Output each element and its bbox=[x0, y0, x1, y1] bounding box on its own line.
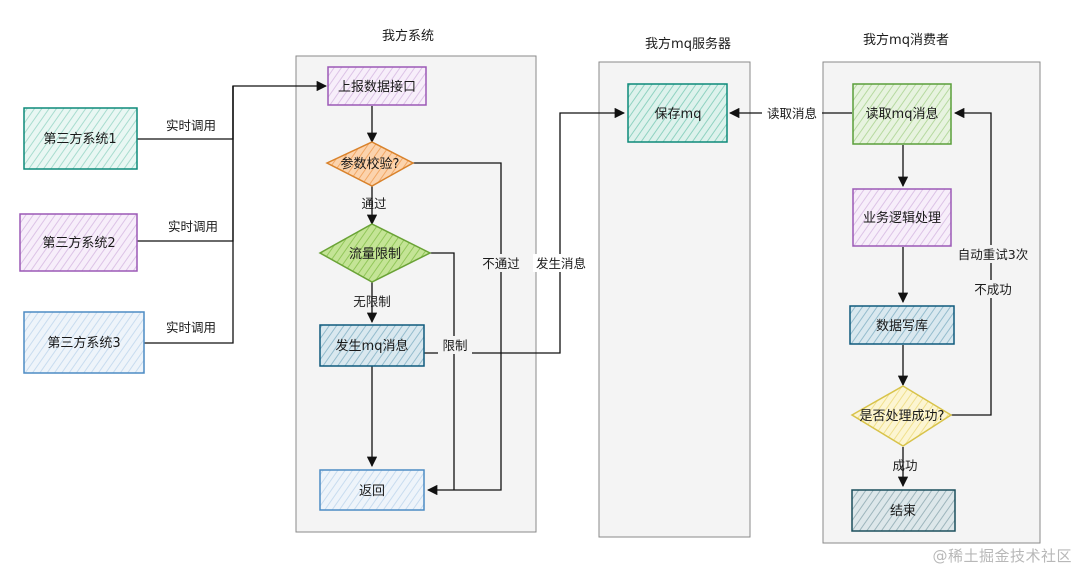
label-pass: 通过 bbox=[361, 196, 387, 211]
label-success: 成功 bbox=[892, 458, 917, 473]
node-label: 第三方系统2 bbox=[42, 235, 115, 251]
edge-validate-return bbox=[413, 162, 502, 496]
node-label: 上报数据接口 bbox=[338, 79, 416, 95]
node-success-check: 是否处理成功? bbox=[850, 385, 953, 447]
node-label: 第三方系统3 bbox=[47, 335, 120, 351]
label-fail: 不成功 bbox=[974, 282, 1012, 297]
watermark: @稀土掘金技术社区 bbox=[932, 547, 1072, 565]
node-report-api: 上报数据接口 bbox=[327, 66, 427, 106]
node-business-logic: 业务逻辑处理 bbox=[852, 188, 952, 247]
node-read-mq: 读取mq消息 bbox=[852, 83, 952, 145]
label-send-message: 发生消息 bbox=[536, 256, 586, 271]
node-label: 业务逻辑处理 bbox=[863, 210, 941, 226]
label-read-message: 读取消息 bbox=[767, 106, 817, 121]
edges bbox=[137, 80, 992, 496]
node-label: 发生mq消息 bbox=[336, 338, 409, 354]
node-third-party-3: 第三方系统3 bbox=[23, 311, 145, 374]
node-label: 返回 bbox=[359, 484, 385, 499]
node-db-write: 数据写库 bbox=[849, 305, 955, 345]
label-no-limit: 无限制 bbox=[353, 294, 391, 309]
node-save-mq: 保存mq bbox=[627, 83, 728, 143]
edge-send-save bbox=[424, 107, 626, 354]
label-not-pass: 不通过 bbox=[482, 256, 520, 271]
lane-our-system: 我方系统 bbox=[295, 28, 537, 533]
label-auto-retry: 自动重试3次 bbox=[958, 247, 1028, 262]
edge-labels: 实时调用 实时调用 实时调用 通过 无限制 不通过 发生消息 限制 读取消息 自… bbox=[160, 104, 1032, 473]
node-end: 结束 bbox=[851, 489, 956, 532]
node-param-validate: 参数校验? bbox=[325, 141, 415, 187]
node-third-party-2: 第三方系统2 bbox=[19, 213, 138, 272]
label-realtime-call-2: 实时调用 bbox=[168, 219, 218, 234]
node-label: 是否处理成功? bbox=[860, 409, 945, 424]
node-send-mq: 发生mq消息 bbox=[319, 324, 425, 367]
node-label: 结束 bbox=[890, 504, 916, 519]
edge-ok-read-retry bbox=[951, 107, 992, 416]
node-label: 参数校验? bbox=[341, 156, 400, 172]
node-third-party-1: 第三方系统1 bbox=[23, 107, 138, 170]
lane-title-our-system: 我方系统 bbox=[382, 28, 434, 44]
edge-limit-return bbox=[430, 252, 455, 490]
label-limited: 限制 bbox=[442, 338, 467, 353]
node-label: 保存mq bbox=[655, 107, 702, 122]
node-label: 数据写库 bbox=[876, 318, 928, 334]
label-realtime-call-3: 实时调用 bbox=[166, 320, 216, 335]
label-realtime-call-1: 实时调用 bbox=[166, 118, 216, 133]
node-rate-limit: 流量限制 bbox=[318, 223, 432, 283]
node-label: 第三方系统1 bbox=[43, 131, 116, 147]
edge-tp3-report bbox=[144, 86, 234, 344]
lane-title-mq-server: 我方mq服务器 bbox=[645, 36, 731, 52]
lane-title-mq-consumer: 我方mq消费者 bbox=[863, 32, 949, 48]
node-label: 流量限制 bbox=[349, 247, 401, 262]
node-label: 读取mq消息 bbox=[866, 106, 939, 122]
node-return: 返回 bbox=[319, 469, 425, 511]
